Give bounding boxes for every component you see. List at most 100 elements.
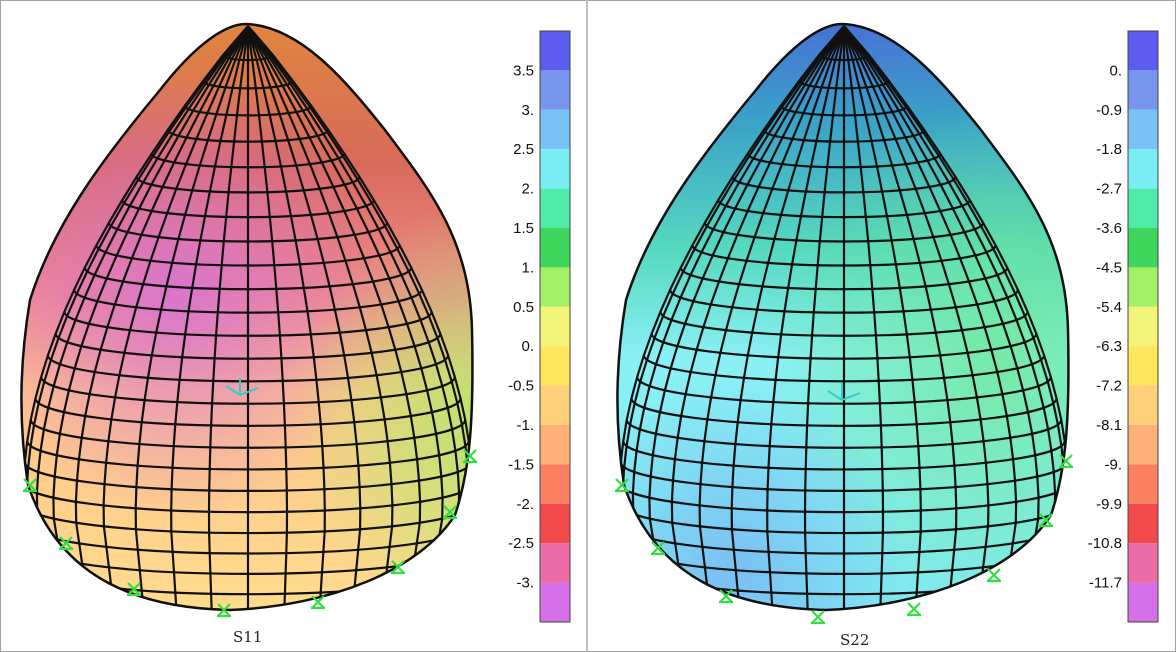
mesh-meridian [843,26,990,610]
mesh-meridian [247,26,444,610]
mesh-meridian [74,26,249,610]
legend-tick-label: -9. [1104,456,1122,473]
mesh-meridian [207,27,250,610]
mesh-meridian [134,27,250,610]
legend-swatch [1128,70,1158,110]
legend-tick-label: 3.5 [513,62,534,79]
support-marker-icon [217,603,231,618]
support-marker-icon [811,610,825,625]
mesh-meridian [803,27,846,610]
legend-swatch [1128,188,1158,228]
legend-tick-label: -2. [516,496,534,513]
support-marker-icon [391,560,405,575]
legend-swatch [540,70,570,110]
mesh-meridian [247,26,422,610]
view-label: S11 [233,628,263,646]
stress-view-s22[interactable]: 0. -0.9 -1.8 -2.7 -3.6 -4.5 -5.4 -6.3 -7.2 -8.1 -9… [588,0,1176,652]
legend-tick-label: -2.5 [508,535,534,552]
legend-tick-label: 2.5 [513,141,534,158]
legend-swatch [540,228,570,268]
support-marker-icon [463,449,477,464]
support-marker-icon [1039,513,1053,528]
mesh-meridian [842,27,885,610]
shell-dome-s11[interactable] [0,0,586,652]
legend-tick-label: -4.5 [1096,259,1122,276]
legend-tick-label: -2.7 [1096,181,1122,198]
mesh-meridian [843,26,1040,610]
legend-swatch [1128,346,1158,386]
legend-swatch [1128,149,1158,189]
legend-swatch [540,582,570,622]
mesh-meridian [247,26,394,610]
mesh-meridian [698,26,845,610]
legend-swatch [1128,582,1158,622]
mesh-meridian [246,27,326,610]
support-marker-icon [615,478,629,493]
legend-tick-label: -0.5 [508,378,534,395]
legend-tick-label: -6.3 [1096,338,1122,355]
mesh-meridian [843,26,1018,610]
shell-dome-s22[interactable] [588,0,1176,652]
mesh-meridian [102,26,249,610]
legend-swatch [540,425,570,465]
legend-tick-label: 0.5 [513,299,534,316]
view-label: S22 [840,631,870,649]
legend-tick-label: -11.7 [1089,575,1122,592]
legend-swatch [1128,503,1158,544]
legend-tick-label: -1.5 [508,456,534,473]
support-marker-icon [1059,454,1073,469]
legend-swatch [1128,109,1158,150]
support-marker-icon [719,589,733,604]
legend-swatch [1128,425,1158,465]
mesh-meridian [766,27,846,610]
local-axis-icon [827,383,861,401]
support-marker-icon [127,582,141,597]
mesh-meridian [170,27,250,610]
mesh-meridian [670,26,845,610]
color-legend-s22: 0. -0.9 -1.8 -2.7 -3.6 -4.5 -5.4 -6.3 -7.2 -8.1 -9… [1088,30,1159,623]
legend-swatch [540,31,570,71]
support-marker-icon [311,595,325,610]
legend-tick-label: -1.8 [1096,141,1122,158]
legend-tick-label: -1. [516,417,534,434]
mesh-meridian [246,27,289,610]
legend-swatch [1128,543,1158,583]
legend-swatch [540,109,570,150]
legend-tick-label: 3. [521,102,534,119]
legend-tick-label: 1.5 [513,220,534,237]
legend-tick-label: 1. [521,259,534,276]
legend-tick-label: -3. [516,575,534,592]
legend-tick-label: -0.9 [1096,102,1122,119]
legend-swatch [1128,228,1158,268]
legend-swatch [540,188,570,228]
legend-swatch [540,385,570,425]
support-marker-icon [59,536,73,551]
support-marker-icon [651,541,665,556]
support-marker-icon [907,602,921,617]
legend-tick-label: 0. [1109,62,1122,79]
mesh-meridian [52,26,249,610]
support-marker-icon [23,478,37,493]
support-marker-icon [987,568,1001,583]
stress-view-s11[interactable]: 3.5 3. 2.5 2. 1.5 1. 0.5 0. -0.5 -1. -1.5 -2. -2.5 -3… [0,0,586,652]
support-marker-icon [443,505,457,520]
legend-swatch [540,346,570,386]
legend-tick-label: -5.4 [1096,299,1122,316]
legend-tick-label: -8.1 [1096,417,1122,434]
color-legend-s11: 3.5 3. 2.5 2. 1.5 1. 0.5 0. -0.5 -1. -1.5 -2. -2.5 -3… [508,30,571,623]
legend-swatch [1128,267,1158,307]
legend-tick-label: 2. [521,181,534,198]
legend-swatch [540,464,570,504]
mesh-meridian [842,27,958,610]
mesh-meridian [246,27,362,610]
legend-tick-label: -3.6 [1096,220,1122,237]
legend-swatch [1128,31,1158,71]
legend-tick-label: -10.8 [1088,535,1122,552]
legend-tick-label: -9.9 [1096,496,1122,513]
mesh-meridian [730,27,846,610]
legend-tick-label: 0. [521,338,534,355]
mesh-meridian [648,26,845,610]
legend-tick-label: -7.2 [1096,378,1122,395]
legend-swatch [1128,385,1158,425]
pane-divider[interactable] [586,0,588,652]
